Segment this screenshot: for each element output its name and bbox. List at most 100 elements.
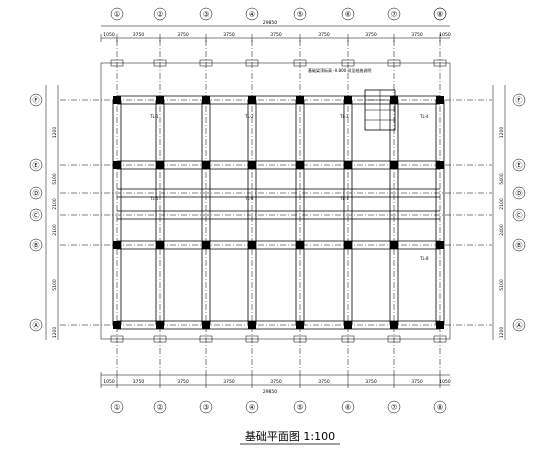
axis-label-row: Ⓕ — [33, 97, 40, 105]
column-footing — [436, 321, 444, 329]
axis-label-col: ⑦ — [391, 404, 397, 412]
axis-label-col: ⑦ — [391, 11, 397, 19]
axis-label-row: Ⓐ — [516, 322, 523, 330]
bottom-span-dim: 3750 — [133, 379, 145, 385]
right-dim: 1200 — [499, 327, 505, 339]
axis-bubble-col — [153, 7, 167, 21]
top-span-dim: 3750 — [318, 32, 330, 38]
axis-bubble-row — [29, 158, 43, 172]
column-footing — [202, 161, 210, 169]
column-footing — [113, 241, 121, 249]
axis-bubble-row — [512, 208, 526, 222]
bottom-span-dim: 3750 — [223, 379, 235, 385]
beam-label: TL-8 — [419, 256, 429, 261]
top-span-dim: 1050 — [103, 32, 115, 38]
axis-label-col: ① — [114, 404, 120, 412]
axis-label-row: Ⓒ — [516, 212, 523, 220]
top-span-dim: 3750 — [270, 32, 282, 38]
foundation-beams — [112, 95, 445, 330]
axis-label-row: Ⓓ — [516, 190, 523, 198]
column-footing — [390, 241, 398, 249]
top-span-dim: 1050 — [439, 32, 451, 38]
axis-bubble-col — [199, 400, 213, 414]
footing-stub-top — [245, 59, 259, 67]
column-footing — [156, 161, 164, 169]
axis-bubble-col — [245, 7, 259, 21]
left-dim: 5100 — [52, 279, 58, 291]
axis-bubble-row — [512, 186, 526, 200]
column-footing — [113, 321, 121, 329]
axis-label-col: ⑧ — [437, 11, 443, 19]
column-footings — [110, 59, 447, 343]
axis-label-col: ⑤ — [297, 11, 303, 19]
axis-label-row: Ⓒ — [33, 212, 40, 220]
column-footing — [344, 321, 352, 329]
stair-detail — [364, 89, 396, 131]
axis-label-col: ⑤ — [297, 404, 303, 412]
axis-label-row: Ⓔ — [516, 162, 523, 170]
axis-bubble-col — [387, 400, 401, 414]
column-footing — [344, 161, 352, 169]
column-footing — [296, 161, 304, 169]
column-footing — [248, 96, 256, 104]
axis-label-col: ① — [114, 11, 120, 19]
footing-stub-bottom — [110, 335, 124, 343]
column-footing — [156, 96, 164, 104]
beam-label: TL-1 — [149, 114, 159, 119]
footing-stub-bottom — [341, 335, 355, 343]
footing-stub-top — [110, 59, 124, 67]
column-footing — [390, 161, 398, 169]
bottom-span-dim: 1050 — [439, 379, 451, 385]
beam-label: TL-2 — [244, 114, 254, 119]
axis-bubble-col — [245, 400, 259, 414]
left-dim: 5100 — [52, 173, 58, 185]
axis-label-col: ⑧ — [437, 404, 443, 412]
column-footing — [296, 321, 304, 329]
axis-label-row: Ⓓ — [33, 190, 40, 198]
axis-bubble-row — [29, 93, 43, 107]
axis-bubble-row — [512, 158, 526, 172]
beam-label: TL-6 — [244, 196, 254, 201]
column-footing — [202, 321, 210, 329]
axis-label-row: Ⓑ — [516, 242, 523, 250]
axis-label-col: ⑥ — [345, 404, 351, 412]
footing-stub-bottom — [387, 335, 401, 343]
axis-label-col: ③ — [203, 404, 209, 412]
column-footing — [156, 241, 164, 249]
bottom-span-dim: 3750 — [177, 379, 189, 385]
column-footing — [113, 96, 121, 104]
axis-bubble-col — [293, 7, 307, 21]
footing-stub-bottom — [433, 335, 447, 343]
axis-bubble-col — [199, 7, 213, 21]
top-span-dim: 3750 — [223, 32, 235, 38]
column-footing — [390, 321, 398, 329]
top-total-dim: 29850 — [263, 20, 277, 26]
footing-stub-top — [153, 59, 167, 67]
column-footing — [202, 241, 210, 249]
column-footing — [436, 241, 444, 249]
left-dim: 1200 — [52, 327, 58, 339]
footing-stub-bottom — [153, 335, 167, 343]
axis-bubble-row — [29, 238, 43, 252]
axis-label-row: Ⓔ — [33, 162, 40, 170]
beam-label: TL-3 — [339, 114, 349, 119]
axis-label-col: ③ — [203, 11, 209, 19]
axis-bubble-col — [293, 400, 307, 414]
top-span-dim: 3750 — [365, 32, 377, 38]
column-footing — [248, 321, 256, 329]
bottom-span-dim: 3750 — [411, 379, 423, 385]
axis-bubble-row — [29, 318, 43, 332]
column-footing — [436, 161, 444, 169]
axis-bubble-row — [29, 208, 43, 222]
column-footing — [296, 96, 304, 104]
top-span-dim: 3750 — [177, 32, 189, 38]
column-footing — [344, 96, 352, 104]
footing-stub-bottom — [245, 335, 259, 343]
footing-stub-top — [341, 59, 355, 67]
right-dim: 1200 — [499, 127, 505, 139]
